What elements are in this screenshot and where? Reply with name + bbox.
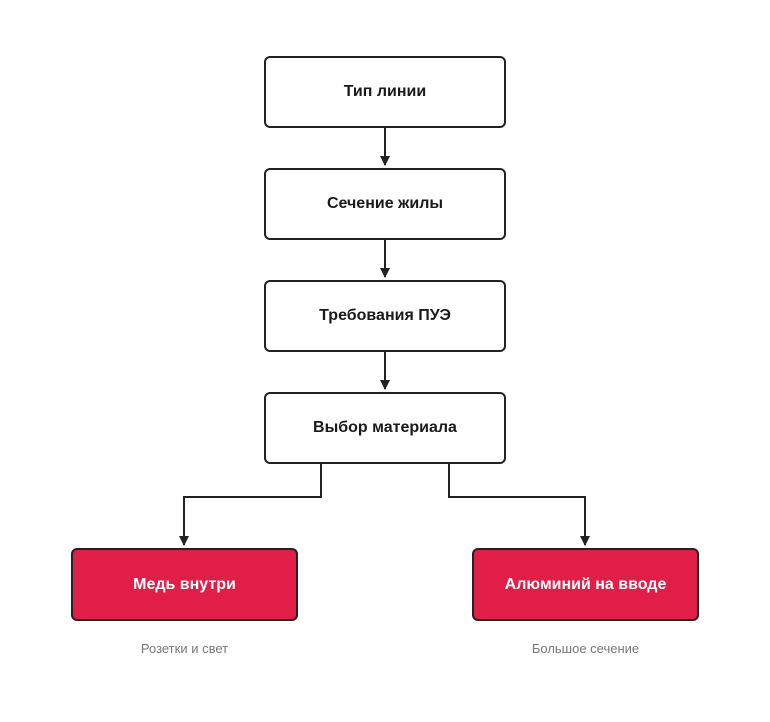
node-pue-requirements-label: Требования ПУЭ <box>319 307 451 324</box>
edge-material-choice-to-aluminum-inlet <box>448 464 590 546</box>
node-core-section: Сечение жилы <box>264 168 506 240</box>
node-line-type-label: Тип линии <box>343 83 427 100</box>
node-aluminum-inlet: Алюминий на вводе <box>472 548 699 621</box>
node-material-choice: Выбор материала <box>264 392 506 464</box>
edge-material-choice-to-copper-inside <box>179 464 322 546</box>
caption-aluminum-inlet: Большое сечение <box>531 641 640 656</box>
node-pue-requirements: Требования ПУЭ <box>264 280 506 352</box>
node-material-choice-label: Выбор материала <box>313 419 457 436</box>
node-copper-inside: Медь внутри <box>71 548 298 621</box>
node-line-type: Тип линии <box>264 56 506 128</box>
node-aluminum-inlet-label: Алюминий на вводе <box>504 575 667 593</box>
node-core-section-label: Сечение жилы <box>326 195 444 212</box>
caption-copper-inside: Розетки и свет <box>140 641 229 656</box>
node-copper-inside-label: Медь внутри <box>133 575 236 593</box>
